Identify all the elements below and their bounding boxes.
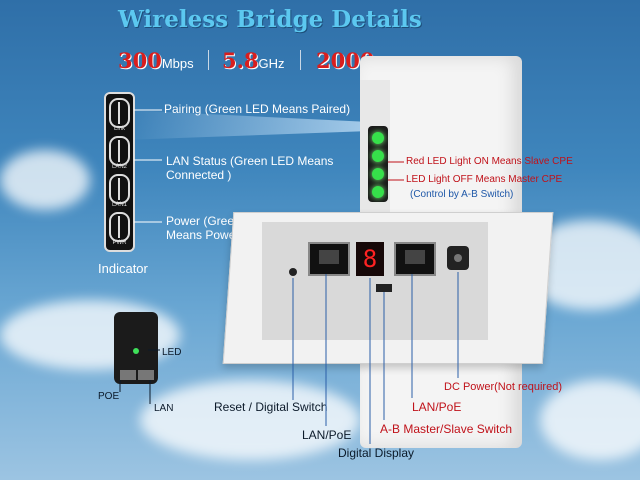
led-lan1 (372, 168, 384, 180)
led-lan2 (372, 150, 384, 162)
indicator-strip: Link LAN2 LAN1 PWR (104, 92, 135, 252)
led-cap-link (109, 98, 130, 128)
port-cavity (262, 222, 488, 340)
led-cap-lan1 (109, 174, 130, 204)
led-cap-lan2 (109, 136, 130, 166)
lan-poe-left-label: LAN/PoE (302, 428, 352, 442)
poe-label: POE (98, 391, 120, 402)
divider (300, 50, 301, 70)
poe-led-indicator (133, 348, 139, 354)
device-led-panel (368, 126, 388, 202)
spec-speed: 300Mbps (118, 48, 194, 73)
led-cap-pwr (109, 212, 130, 242)
cap-label-lan1: LAN1 (111, 202, 127, 208)
dc-power-label: DC Power(Not required) (444, 381, 562, 393)
poe-led-label: LED (162, 347, 182, 358)
pairing-description: Pairing (Green LED Means Paired) (164, 102, 351, 116)
lan-poe-right-label: LAN/PoE (412, 400, 462, 414)
cap-label-link: Link (113, 126, 125, 132)
led-link (372, 132, 384, 144)
poe-adapter (114, 312, 158, 384)
divider (208, 50, 209, 70)
page-title: Wireless Bridge Details (118, 6, 422, 33)
spec-frequency: 5.8GHz (222, 48, 285, 73)
lan-port (138, 370, 154, 380)
poe-port (120, 370, 136, 380)
dc-power-jack (447, 246, 469, 270)
cap-label-lan2: LAN2 (111, 164, 127, 170)
lan-poe-port-left (308, 242, 350, 276)
ab-switch-label: A-B Master/Slave Switch (380, 422, 513, 436)
control-note: (Control by A-B Switch) (410, 189, 514, 200)
digital-display-label: Digital Display (338, 446, 415, 460)
led-off-note: LED Light OFF Means Master CPE (406, 174, 563, 185)
cap-label-pwr: PWR (112, 240, 127, 246)
indicator-label: Indicator (98, 261, 148, 276)
cloud (140, 380, 360, 460)
lan-poe-port-right (394, 242, 436, 276)
reset-label: Reset / Digital Switch (214, 400, 328, 414)
led-pwr (372, 186, 384, 198)
reset-button[interactable] (289, 268, 297, 276)
lan-label: LAN (154, 403, 174, 414)
digital-display: 8 (356, 242, 384, 276)
cloud (0, 150, 90, 210)
red-led-note: Red LED Light ON Means Slave CPE (406, 156, 573, 167)
lan-status-description: LAN Status (Green LED Means Connected ) (166, 154, 334, 182)
cloud (540, 380, 640, 460)
ab-switch[interactable] (376, 284, 392, 292)
